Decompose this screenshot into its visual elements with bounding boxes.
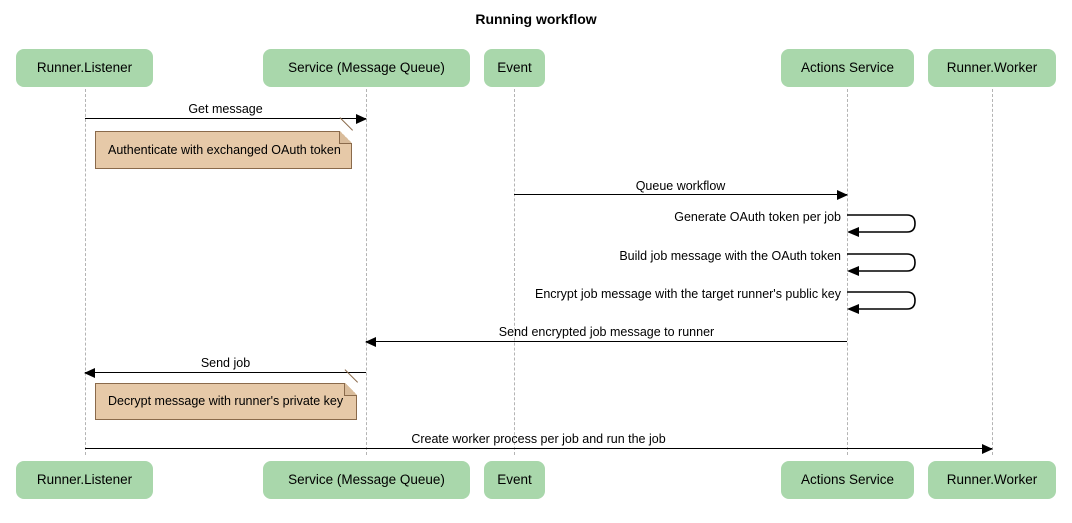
note-fold-corner-icon xyxy=(344,383,357,396)
participant-event-bottom[interactable]: Event xyxy=(484,461,545,499)
message-label-get-message: Get message xyxy=(188,102,263,116)
arrowhead-right-icon xyxy=(982,444,993,454)
arrowhead-left-icon xyxy=(84,368,95,378)
message-arrow-create-worker-process xyxy=(85,444,993,454)
note-text: Authenticate with exchanged OAuth token xyxy=(108,142,341,157)
participant-label: Runner.Worker xyxy=(946,472,1038,488)
participant-label: Actions Service xyxy=(800,472,895,488)
participant-label: Event xyxy=(497,60,532,76)
message-arrow-send-job xyxy=(84,368,366,378)
participant-label: Runner.Worker xyxy=(946,60,1038,76)
participant-label: Event xyxy=(497,472,532,488)
diagram-title: Running workflow xyxy=(475,11,597,27)
note-text: Decrypt message with runner's private ke… xyxy=(108,394,344,409)
lifeline-event xyxy=(514,89,515,455)
participant-actions-service-top[interactable]: Actions Service xyxy=(781,49,914,87)
lifeline-runner-listener xyxy=(85,89,86,455)
message-label-build-job-message: Build job message with the OAuth token xyxy=(619,249,841,263)
participant-label: Runner.Listener xyxy=(36,60,133,76)
participant-service-queue-bottom[interactable]: Service (Message Queue) xyxy=(263,461,470,499)
participant-label: Service (Message Queue) xyxy=(288,472,445,488)
participant-runner-listener-bottom[interactable]: Runner.Listener xyxy=(16,461,153,499)
lifeline-service-queue xyxy=(366,89,367,455)
message-arrow-send-encrypted-job-message xyxy=(365,337,847,347)
message-selfloop-encrypt-job-message xyxy=(847,285,927,315)
note-fold-corner-icon xyxy=(339,131,352,144)
message-label-queue-workflow: Queue workflow xyxy=(635,179,726,193)
participant-service-queue-top[interactable]: Service (Message Queue) xyxy=(263,49,470,87)
message-selfloop-generate-oauth-token xyxy=(847,208,927,238)
participant-actions-service-bottom[interactable]: Actions Service xyxy=(781,461,914,499)
participant-label: Service (Message Queue) xyxy=(288,60,445,76)
message-label-create-worker-process: Create worker process per job and run th… xyxy=(411,432,666,446)
lifeline-runner-worker xyxy=(992,89,993,455)
participant-label: Runner.Listener xyxy=(36,472,133,488)
message-label-encrypt-job-message: Encrypt job message with the target runn… xyxy=(534,287,841,301)
message-arrow-queue-workflow xyxy=(514,190,848,200)
participant-runner-worker-top[interactable]: Runner.Worker xyxy=(928,49,1056,87)
participant-runner-worker-bottom[interactable]: Runner.Worker xyxy=(928,461,1056,499)
arrowhead-right-icon xyxy=(837,190,848,200)
participant-event-top[interactable]: Event xyxy=(484,49,545,87)
arrowhead-left-icon xyxy=(365,337,376,347)
message-label-send-encrypted-job-message: Send encrypted job message to runner xyxy=(498,325,715,339)
message-arrow-get-message xyxy=(85,114,367,124)
message-label-send-job: Send job xyxy=(200,356,251,370)
note-decrypt: Decrypt message with runner's private ke… xyxy=(95,383,357,420)
participant-runner-listener-top[interactable]: Runner.Listener xyxy=(16,49,153,87)
note-authenticate: Authenticate with exchanged OAuth token xyxy=(95,131,352,169)
participant-label: Actions Service xyxy=(800,60,895,76)
lifeline-actions-service xyxy=(847,89,848,455)
message-label-generate-oauth-token: Generate OAuth token per job xyxy=(674,210,841,224)
message-selfloop-build-job-message xyxy=(847,247,927,277)
arrowhead-right-icon xyxy=(356,114,367,124)
